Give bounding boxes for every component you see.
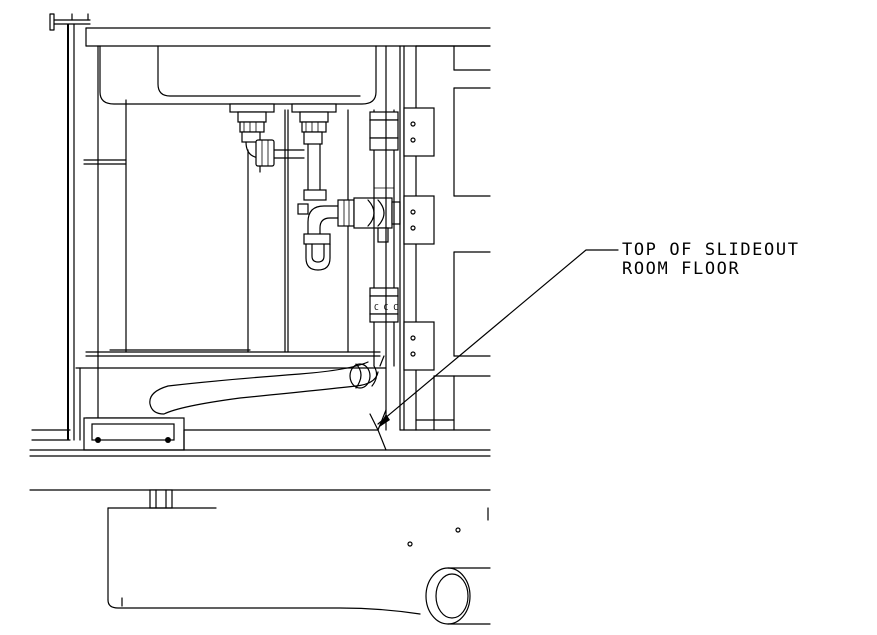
callout-line-1: TOP OF SLIDEOUT bbox=[622, 240, 800, 260]
drain-fittings bbox=[229, 103, 337, 145]
left-drain-elbow bbox=[245, 139, 305, 173]
slideout-floor bbox=[29, 409, 491, 457]
callout-leader bbox=[377, 249, 619, 428]
wall-brackets bbox=[403, 107, 435, 371]
round-pipe-end bbox=[425, 567, 491, 625]
countertop bbox=[85, 27, 491, 47]
callout-line-2: ROOM FLOOR bbox=[622, 259, 741, 279]
cabinet-shelf bbox=[75, 349, 387, 441]
sink-basin bbox=[99, 45, 377, 105]
slideout-wall-framing bbox=[415, 45, 491, 431]
left-wall bbox=[31, 23, 75, 441]
top-left-bracket bbox=[49, 13, 91, 31]
chassis-frame bbox=[29, 489, 491, 615]
p-trap bbox=[297, 143, 355, 271]
callout-label: TOP OF SLIDEOUT ROOM FLOOR bbox=[622, 241, 800, 279]
drain-hose bbox=[149, 355, 385, 415]
tee-fitting bbox=[353, 197, 401, 243]
